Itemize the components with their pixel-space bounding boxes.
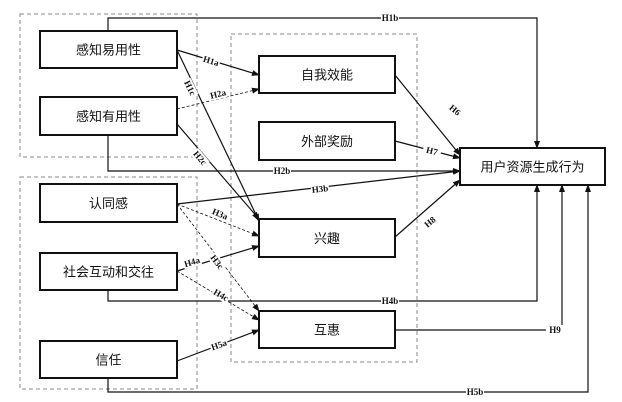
node-pu: 感知有用性 xyxy=(39,96,178,136)
node-selfeff: 自我效能 xyxy=(258,55,396,94)
node-interest: 兴趣 xyxy=(258,218,396,258)
node-peou: 感知易用性 xyxy=(39,30,178,69)
node-label: 社会互动和交往 xyxy=(63,265,154,281)
edge-H1b xyxy=(107,17,540,149)
edge-H2c xyxy=(176,123,260,220)
node-label: 感知有用性 xyxy=(76,109,141,125)
edge-H6 xyxy=(394,74,461,156)
node-identity: 认同感 xyxy=(39,183,178,223)
edge-H2b xyxy=(107,135,461,174)
node-behavior: 用户资源生成行为 xyxy=(459,147,606,186)
edge-label-H1b: H1b xyxy=(382,13,399,23)
node-label: 自我效能 xyxy=(301,69,353,84)
node-label: 感知易用性 xyxy=(76,43,141,59)
edge-label-H1a: H1a xyxy=(202,54,221,68)
edge-label-H2a: H2a xyxy=(209,87,227,101)
node-label: 兴趣 xyxy=(314,232,340,247)
edge-label-H2b: H2b xyxy=(274,166,291,176)
node-label: 信任 xyxy=(95,354,121,369)
node-social: 社会互动和交往 xyxy=(39,252,178,291)
node-trust: 信任 xyxy=(39,340,178,379)
node-label: 用户资源生成行为 xyxy=(480,160,584,176)
edge-label-H7: H7 xyxy=(425,145,439,158)
edge-label-H5b: H5b xyxy=(467,387,484,397)
edge-label-H4a: H4a xyxy=(183,255,202,269)
edge-label-H4b: H4b xyxy=(382,296,399,306)
node-label: 外部奖励 xyxy=(301,135,353,150)
edge-label-H9: H9 xyxy=(549,325,561,335)
node-reward: 外部奖励 xyxy=(258,121,396,161)
node-label: 互惠 xyxy=(314,324,340,339)
edge-label-H3b: H3b xyxy=(311,183,328,195)
edge-H8 xyxy=(394,179,461,238)
edge-H4b xyxy=(107,184,540,302)
node-label: 认同感 xyxy=(89,196,128,212)
edge-H5b xyxy=(107,184,591,393)
node-reciprocity: 互惠 xyxy=(258,310,396,349)
